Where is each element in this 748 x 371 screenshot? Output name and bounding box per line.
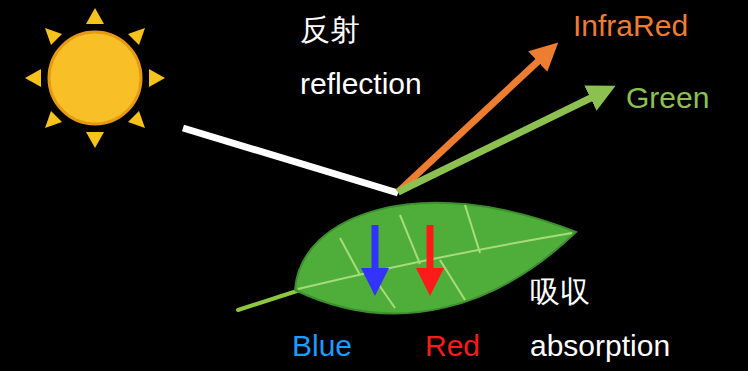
sun-ray: [128, 28, 145, 45]
absorption-label: 吸収: [530, 274, 590, 310]
reflection-label: reflection: [300, 66, 422, 102]
sun-ray: [128, 111, 145, 128]
sun-ray: [45, 111, 62, 128]
sun-disc: [49, 32, 141, 124]
leaf-vein: [340, 238, 360, 275]
leaf-vein: [465, 205, 480, 253]
sun: [25, 8, 165, 148]
red-arrow: [427, 225, 434, 282]
sun-ray: [86, 8, 104, 24]
sun-ray: [86, 132, 104, 148]
wavelength-label: Blue: [292, 328, 352, 364]
leaf-vein: [400, 215, 420, 264]
blue-arrow: [372, 225, 379, 282]
wavelength-label: Green: [626, 80, 709, 116]
wavelength-label: Red: [425, 328, 480, 364]
sun-ray: [149, 69, 165, 87]
leaf-stem: [238, 290, 300, 310]
reflection-label: 反射: [300, 12, 360, 48]
leaf-vein: [440, 260, 465, 300]
absorption-label: absorption: [530, 328, 670, 364]
sun-ray: [25, 69, 41, 87]
sunlight-ray: [183, 128, 398, 193]
sun-ray: [45, 28, 62, 45]
wavelength-label: InfraRed: [573, 8, 688, 44]
green-arrow: [398, 92, 603, 192]
